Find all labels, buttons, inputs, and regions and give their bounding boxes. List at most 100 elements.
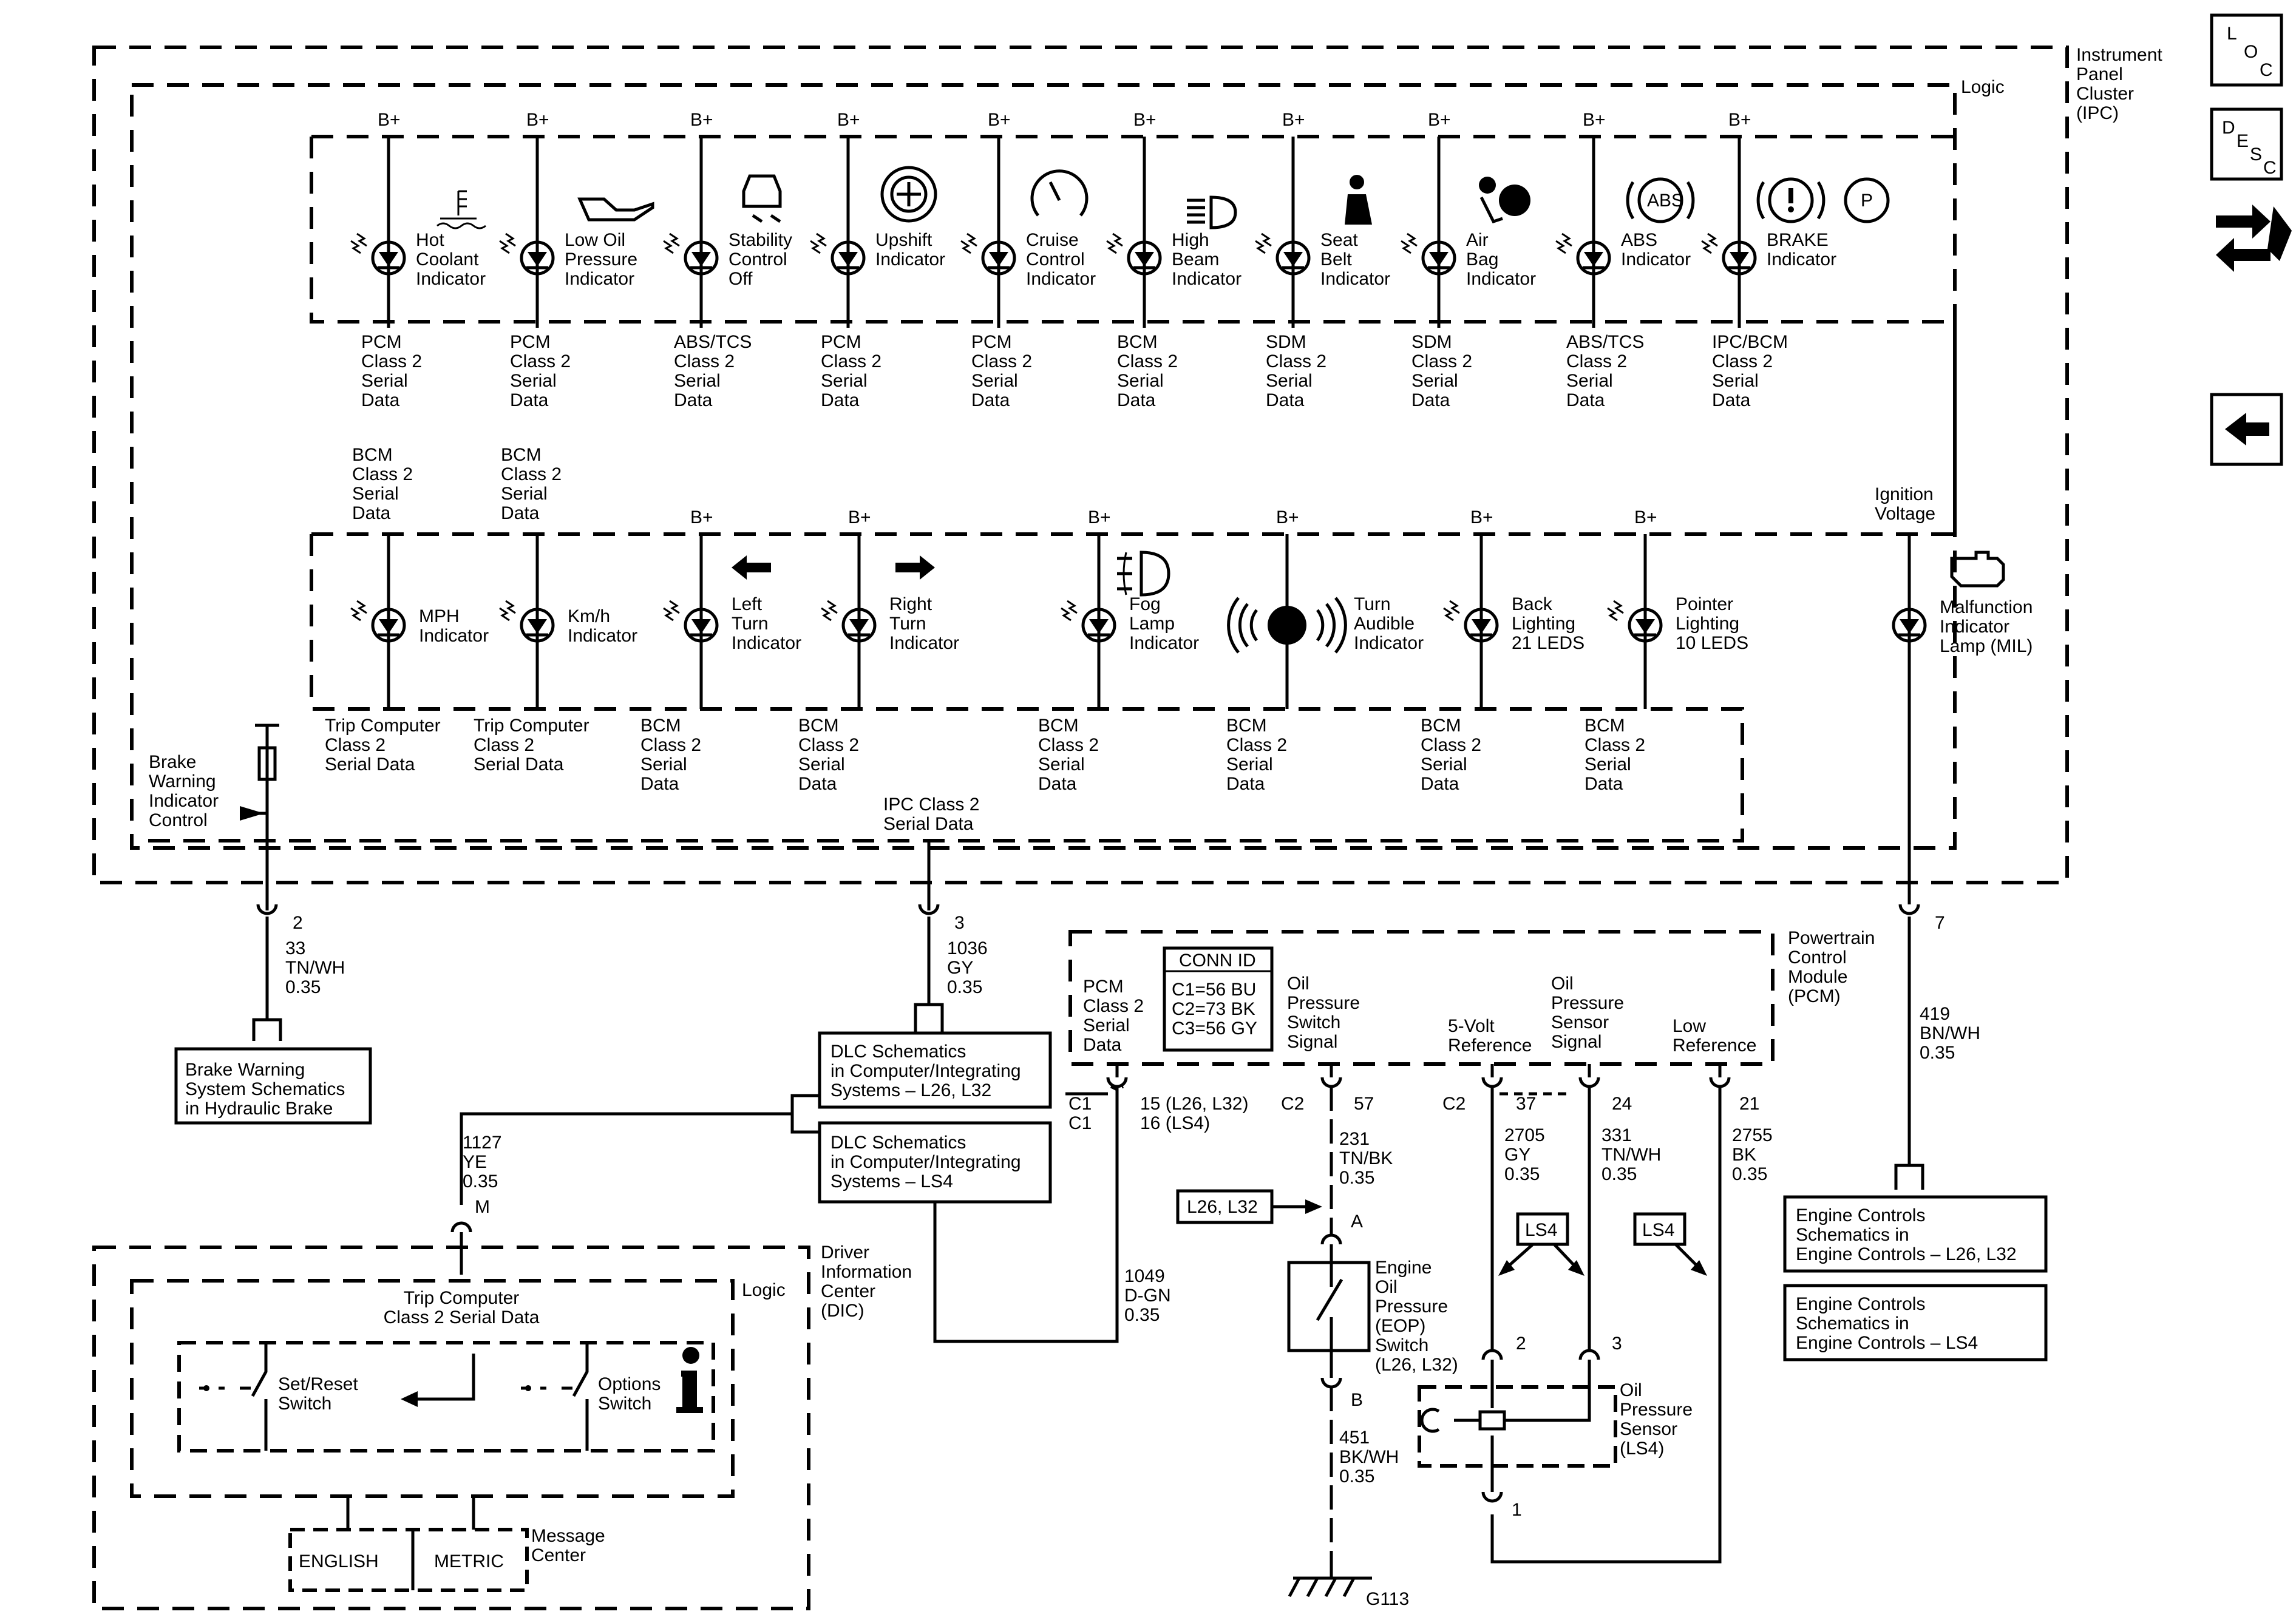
english-option[interactable]: ENGLISH xyxy=(299,1551,379,1571)
row2-panel xyxy=(146,532,1955,842)
led-symbol xyxy=(1255,232,1311,276)
svg-text:C: C xyxy=(2263,158,2277,178)
bplus-label: B+ xyxy=(1282,110,1305,130)
svg-text:37: 37 xyxy=(1516,1094,1536,1114)
svg-text:21: 21 xyxy=(1739,1094,1759,1114)
led-symbol xyxy=(810,232,866,276)
svg-text:D: D xyxy=(2222,118,2235,138)
back-button[interactable] xyxy=(2210,393,2283,466)
resistor xyxy=(257,746,277,781)
left-arrow-icon xyxy=(732,555,771,580)
stability-control-icon xyxy=(742,174,782,223)
svg-text:O: O xyxy=(2244,42,2258,62)
bplus-label: B+ xyxy=(837,110,860,130)
bplus-label: B+ xyxy=(1276,507,1299,527)
desc-button[interactable]: D E S C xyxy=(2210,107,2283,181)
led-symbol xyxy=(1401,232,1456,276)
air-bag-icon xyxy=(1479,177,1530,224)
led-symbol xyxy=(499,600,555,643)
connector-tool-icon[interactable] xyxy=(2216,205,2292,272)
bplus-label: B+ xyxy=(1133,110,1156,130)
led-symbol xyxy=(499,232,555,276)
led-symbol xyxy=(350,600,406,643)
engine-icon xyxy=(1950,551,2005,588)
svg-text:15 (L26, L32)16 (LS4): 15 (L26, L32)16 (LS4) xyxy=(1140,1094,1248,1133)
metric-option[interactable]: METRIC xyxy=(434,1551,504,1571)
ipc-outline xyxy=(92,46,2069,884)
ipc-logic-label: Logic xyxy=(1961,77,2005,97)
tag-ls4-sensor: LS4 xyxy=(1498,1212,1584,1276)
coolant-temp-icon xyxy=(436,190,486,229)
svg-text:57: 57 xyxy=(1354,1094,1374,1114)
svg-text:L: L xyxy=(2227,24,2237,44)
svg-text:P: P xyxy=(1861,191,1873,211)
svg-text:1: 1 xyxy=(1512,1500,1522,1520)
dic-logic-label: Logic xyxy=(742,1280,786,1300)
led-symbol xyxy=(1443,600,1499,643)
svg-text:C2: C2 xyxy=(1442,1094,1466,1114)
bplus-label: B+ xyxy=(988,110,1011,130)
bplus-label: B+ xyxy=(1634,507,1657,527)
dlc-branch-wire xyxy=(460,1094,820,1205)
loc-button[interactable]: L O C xyxy=(2210,13,2283,87)
seat-belt-icon xyxy=(1345,175,1372,225)
bplus-label: B+ xyxy=(1583,110,1606,130)
fog-lamp-icon xyxy=(1117,551,1170,597)
bplus-label: B+ xyxy=(690,110,713,130)
svg-text:7: 7 xyxy=(1935,913,1945,933)
